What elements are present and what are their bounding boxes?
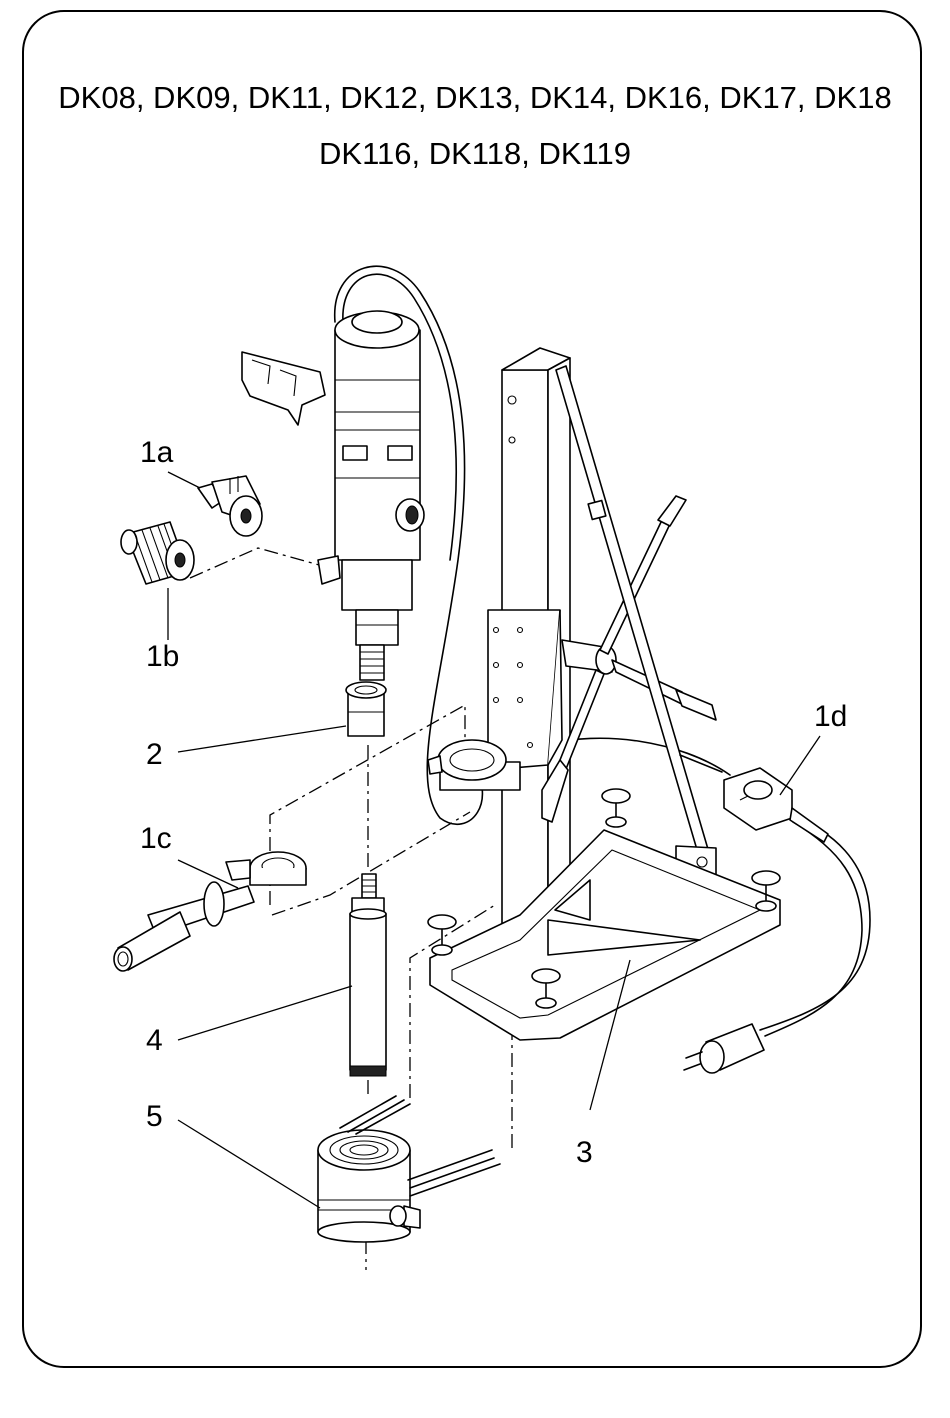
leader-lines bbox=[168, 472, 820, 1208]
mains-plug bbox=[684, 1024, 764, 1073]
water-swivel-1a bbox=[198, 476, 262, 536]
levelling-screw bbox=[428, 915, 456, 955]
adapter-sleeve-2 bbox=[346, 682, 386, 736]
levelling-screw bbox=[602, 789, 630, 827]
callout-1d: 1d bbox=[814, 700, 847, 733]
water-collector-5 bbox=[318, 1096, 500, 1242]
callout-4: 4 bbox=[146, 1024, 163, 1057]
callout-1a: 1a bbox=[140, 436, 174, 469]
drill-motor bbox=[242, 311, 424, 680]
callout-2: 2 bbox=[146, 738, 163, 771]
adapter-1b bbox=[121, 522, 194, 584]
callout-1b: 1b bbox=[146, 640, 179, 673]
core-bit-4 bbox=[350, 874, 386, 1076]
drill-stand-3 bbox=[428, 348, 780, 1040]
side-handle-1c bbox=[114, 852, 306, 971]
callout-3: 3 bbox=[576, 1136, 593, 1169]
callout-1c: 1c bbox=[140, 822, 172, 855]
callout-5: 5 bbox=[146, 1100, 163, 1133]
